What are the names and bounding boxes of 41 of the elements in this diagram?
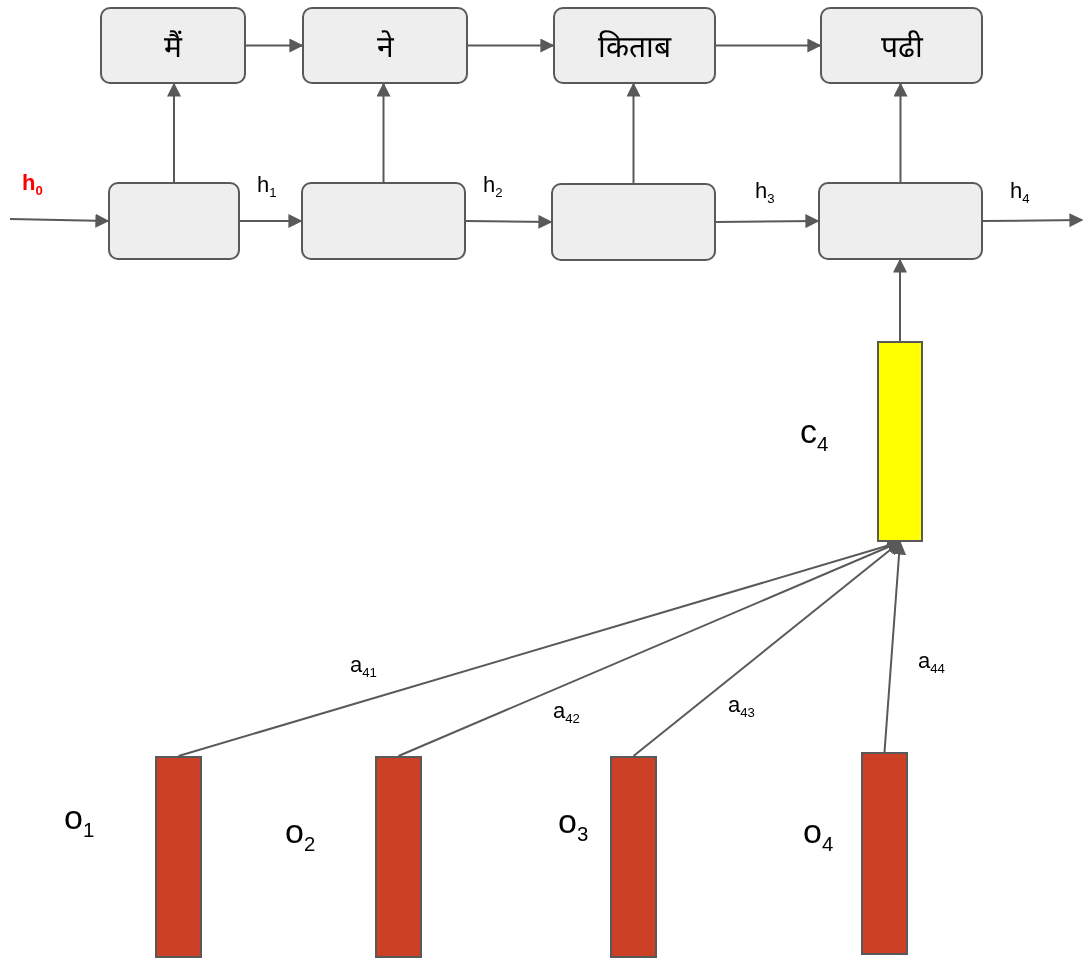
vector-bar: [610, 756, 657, 958]
vector-label: o$_{1}$: [64, 798, 95, 842]
edge-label: h$_{3}$: [755, 178, 775, 207]
arrow: [626, 82, 641, 184]
arrow: [167, 82, 181, 183]
arrow: [883, 540, 907, 753]
cell-box: [301, 182, 466, 260]
arrow: [376, 82, 391, 183]
word-box: किताब: [553, 7, 716, 84]
edge-label: h$_{4}$: [1010, 178, 1030, 207]
edge-label: h$_{0}$: [22, 170, 43, 199]
word-box: पढी: [820, 7, 983, 84]
arrow: [893, 82, 908, 183]
vector-label: o$_{3}$: [558, 802, 589, 846]
vector-bar: [155, 756, 202, 958]
edge-label: a$_{42}$: [553, 698, 580, 727]
cell-box: [551, 183, 716, 261]
word-box: मैं: [100, 7, 246, 84]
edge-label: a$_{43}$: [728, 692, 755, 721]
vector-label: o$_{4}$: [803, 812, 834, 856]
cell-box: [108, 182, 240, 260]
vector-bar: [375, 756, 422, 958]
arrow: [467, 38, 555, 53]
arrow: [893, 258, 907, 342]
edge-label: a$_{41}$: [350, 652, 377, 681]
edge-label: a$_{44}$: [918, 648, 945, 677]
arrow: [245, 38, 304, 53]
arrow: [9, 213, 110, 228]
arrow: [465, 214, 553, 229]
arrow: [715, 38, 822, 53]
vector-label: o$_{2}$: [285, 812, 316, 856]
edge-label: h$_{2}$: [483, 172, 503, 201]
vector-bar: [861, 752, 908, 955]
word-box: ने: [302, 7, 468, 84]
arrow: [239, 214, 303, 228]
cell-box: [818, 182, 983, 260]
edge-label: h$_{1}$: [257, 172, 277, 201]
vector-label: c$_{4}$: [800, 412, 829, 456]
arrow: [982, 213, 1084, 228]
vector-bar: [877, 341, 923, 542]
arrow: [715, 214, 820, 229]
